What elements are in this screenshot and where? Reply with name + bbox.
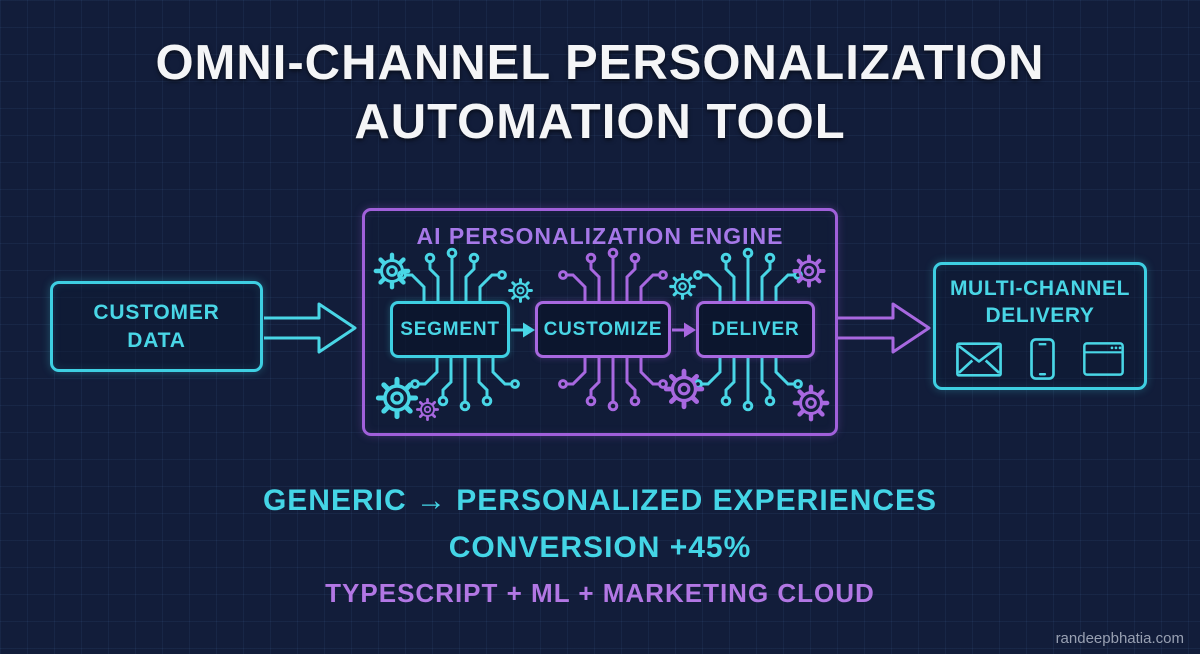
ai-engine-box: AI PERSONALIZATION ENGINE SEGMENT CUSTOM… [362, 208, 838, 436]
circuit-traces-below-deliver-icon [693, 357, 803, 412]
title-line-1: OMNI-CHANNEL PERSONALIZATION [155, 36, 1045, 90]
email-envelope-icon [956, 341, 1002, 377]
stage-label-customize: CUSTOMIZE [543, 318, 663, 340]
customer-data-box: CUSTOMER DATA [50, 281, 263, 372]
gear-icon [508, 278, 533, 303]
footer-line-generic: GENERIC → PERSONALIZED EXPERIENCES [262, 484, 938, 517]
flow-arrow-left-icon [263, 302, 357, 354]
stage-label-deliver: DELIVER [711, 318, 800, 340]
stage-box-segment: SEGMENT [390, 301, 510, 358]
footer-line-stack: TYPESCRIPT + ML + MARKETING CLOUD [325, 578, 875, 608]
stage-arrow-icon [510, 321, 536, 339]
circuit-traces-above-segment-icon [397, 247, 507, 302]
circuit-traces-below-customize-icon [558, 357, 668, 412]
circuit-traces-above-deliver-icon [693, 247, 803, 302]
page-title: OMNI-CHANNEL PERSONALIZATION AUTOMATION … [0, 34, 1200, 152]
circuit-traces-above-customize-icon [558, 247, 668, 302]
gear-icon [372, 251, 412, 291]
stage-box-deliver: DELIVER [696, 301, 815, 358]
smartphone-icon [1030, 338, 1055, 380]
channel-icons-row [956, 338, 1124, 380]
ai-engine-title: AI PERSONALIZATION ENGINE [416, 223, 784, 249]
gear-icon [792, 254, 826, 288]
stage-arrow-icon [671, 321, 697, 339]
title-line-2: AUTOMATION TOOL [354, 95, 846, 149]
gear-icon [374, 375, 420, 421]
gear-icon [416, 398, 439, 421]
circuit-traces-below-segment-icon [410, 357, 520, 412]
flow-arrow-right-icon [837, 302, 931, 354]
gear-icon [669, 273, 696, 300]
footer-line-conversion: CONVERSION +45% [448, 531, 752, 564]
stage-box-customize: CUSTOMIZE [535, 301, 671, 358]
multi-channel-delivery-box: MULTI-CHANNEL DELIVERY [933, 262, 1147, 390]
watermark: randeepbhatia.com [1055, 630, 1184, 647]
multi-channel-delivery-label: MULTI-CHANNEL DELIVERY [949, 277, 1131, 327]
browser-window-icon [1083, 342, 1124, 376]
gear-icon [662, 367, 706, 411]
gear-icon [791, 383, 831, 423]
stage-label-segment: SEGMENT [400, 318, 500, 340]
customer-data-label: CUSTOMER DATA [93, 300, 220, 352]
